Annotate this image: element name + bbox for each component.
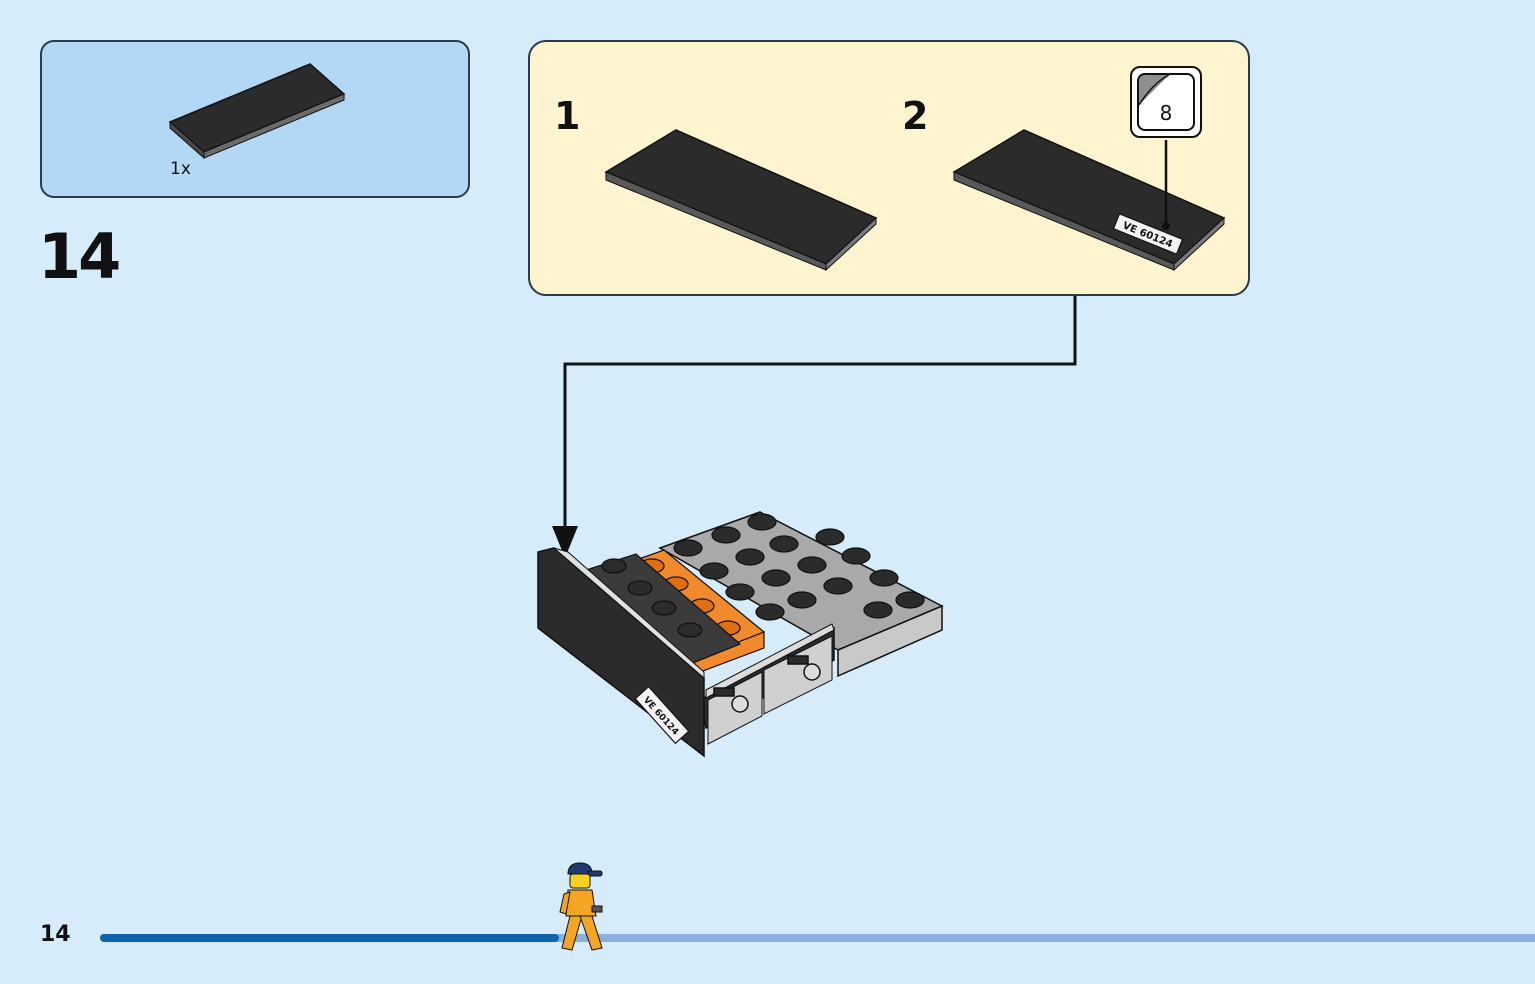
sub-step-1-label: 1: [554, 94, 581, 138]
sticker-sheet-number: 8: [1159, 101, 1173, 125]
front-bar: [699, 623, 835, 745]
parts-list-box: 1x: [40, 40, 470, 198]
black-plate-left: [578, 553, 742, 665]
pin-connector-icon: [713, 655, 821, 713]
step-number: 14: [38, 220, 121, 293]
tile-step-2-icon: VE 60124: [952, 129, 1226, 272]
sticker-callout: 8: [1130, 66, 1202, 138]
part-quantity: 1x: [170, 159, 191, 179]
sub-step-2-label: 2: [902, 94, 929, 138]
studs-gray: [673, 513, 925, 621]
minifigure-progress-marker-icon: [559, 862, 603, 951]
progress-bar: [100, 934, 1535, 942]
sticker-on-tile: VE 60124: [1112, 213, 1184, 255]
sub-assembly-box: 1 2 VE 60124 8: [528, 40, 1250, 296]
sticker-sheet-icon: 8: [1137, 73, 1195, 131]
tile-1x4-black-icon: [168, 63, 346, 160]
sub-assembly-illustration: VE 60124: [604, 129, 1226, 272]
progress-fill: [100, 934, 560, 942]
page-number: 14: [40, 922, 71, 947]
tile-step-1-icon: [604, 129, 878, 272]
